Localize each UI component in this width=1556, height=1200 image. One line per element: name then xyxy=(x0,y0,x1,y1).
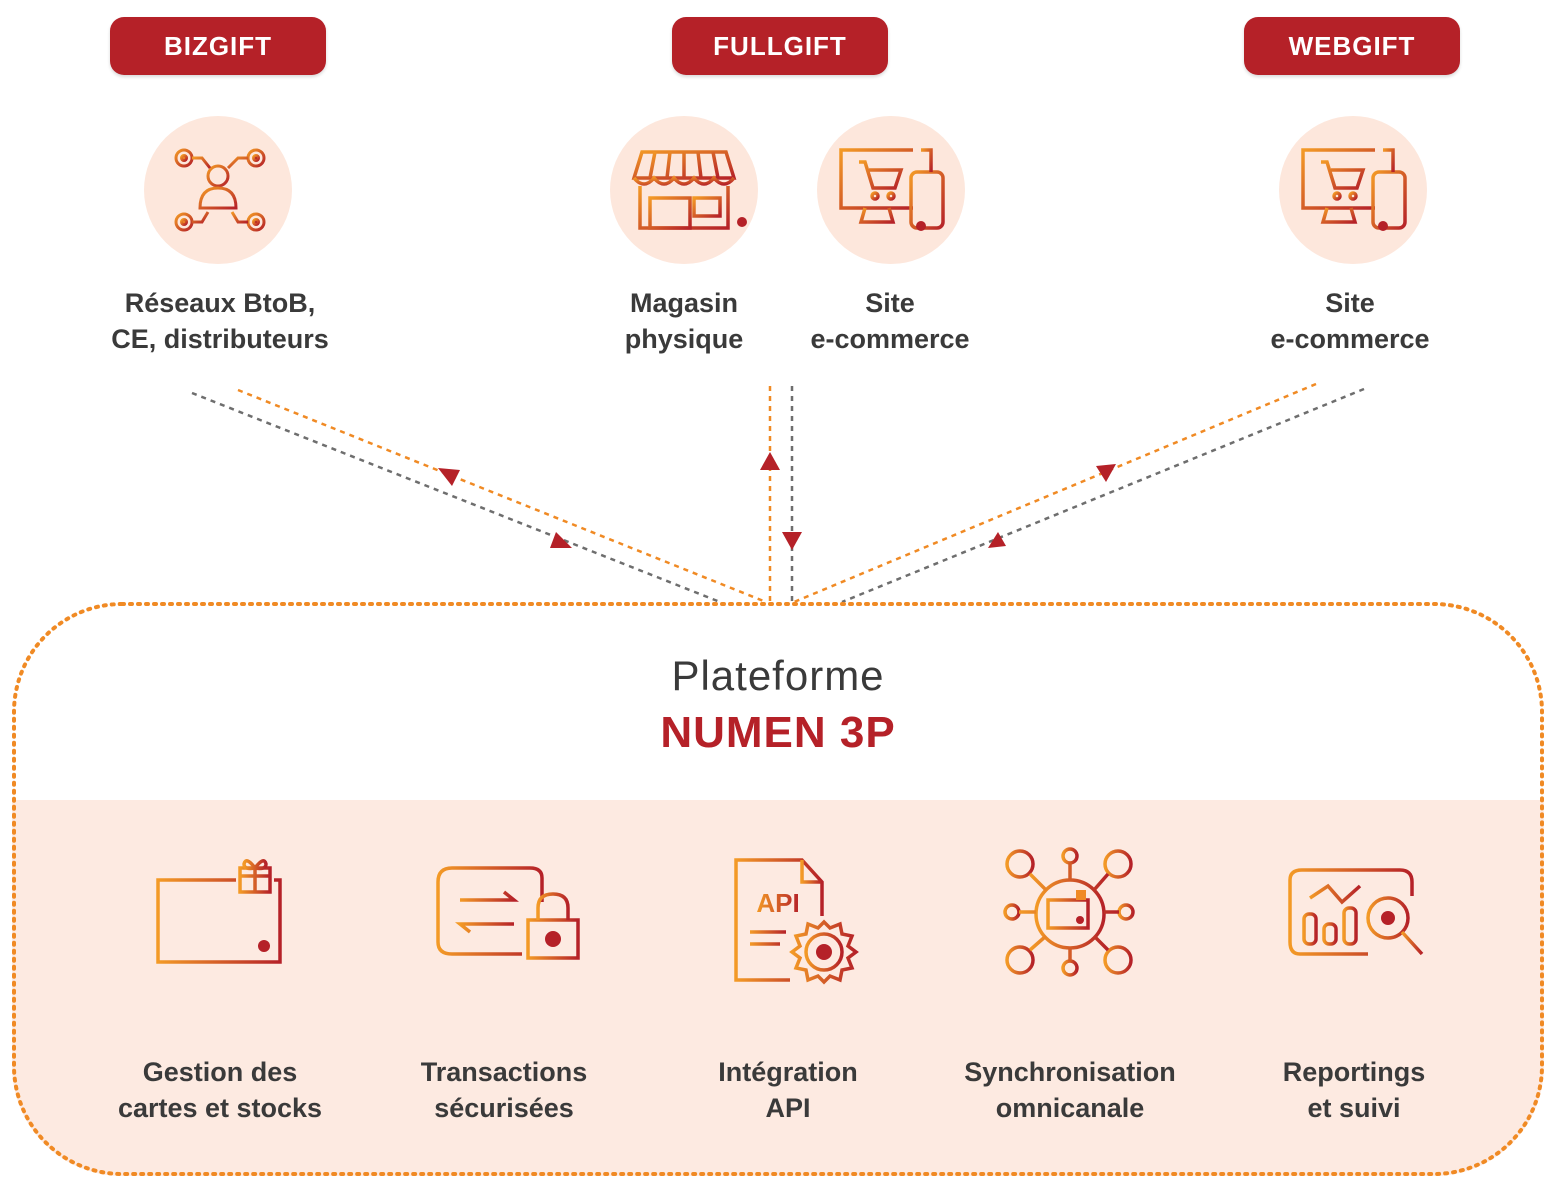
ecommerce-devices-icon xyxy=(1301,148,1407,231)
bizgift-up-line xyxy=(237,388,767,604)
connector-lines xyxy=(191,382,1365,604)
webgift-down-line xyxy=(841,387,1365,604)
channel-label-ecommerce-fullgift: Site e-commerce xyxy=(810,288,970,354)
storefront-icon xyxy=(631,150,747,230)
arrow-down-fullgift xyxy=(782,532,802,550)
gift-card-icon xyxy=(156,859,282,964)
svg-text:API: API xyxy=(756,888,799,918)
fullgift-ecommerce-circle xyxy=(817,116,965,264)
network-user-icon xyxy=(174,148,266,232)
bizgift-pill: BIZGIFT xyxy=(110,17,326,75)
arrow-up-webgift xyxy=(1096,464,1116,482)
omnichannel-hub-icon xyxy=(1003,847,1135,977)
arrow-up-bizgift xyxy=(438,468,460,486)
channel-label-ecommerce-webgift: Site e-commerce xyxy=(1270,288,1430,354)
channel-label-btob: Réseaux BtoB, CE, distributeurs xyxy=(111,288,329,354)
fullgift-pill: FULLGIFT xyxy=(672,17,888,75)
arrow-up-fullgift xyxy=(760,452,780,470)
bizgift-down-line xyxy=(191,391,721,604)
platform-title: Plateforme xyxy=(671,652,885,699)
platform-dotted-border xyxy=(12,602,1544,1176)
arrow-down-webgift xyxy=(988,532,1006,548)
arrow-down-bizgift xyxy=(550,532,572,548)
secure-transfer-icon xyxy=(436,866,580,960)
ecommerce-devices-icon xyxy=(839,148,945,231)
api-gear-icon: API xyxy=(734,858,859,985)
webgift-up-line xyxy=(793,382,1317,604)
platform-name: NUMEN 3P xyxy=(660,708,896,757)
webgift-ecommerce-circle xyxy=(1279,116,1427,264)
channel-label-store: Magasin physique xyxy=(624,288,744,354)
fullgift-store-circle xyxy=(610,116,758,264)
reporting-chart-icon xyxy=(1288,868,1424,956)
webgift-pill: WEBGIFT xyxy=(1244,17,1460,75)
bizgift-channel-circle xyxy=(144,116,292,264)
